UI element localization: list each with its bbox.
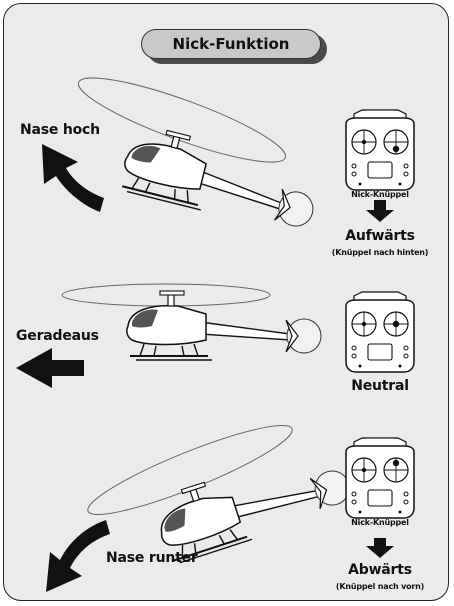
- transmitter-2: [345, 291, 415, 373]
- transmitter-1: [345, 109, 415, 191]
- label-level: Geradeaus: [16, 328, 99, 344]
- label-nose-up: Nase hoch: [20, 122, 100, 138]
- direction-up: Aufwärts: [345, 228, 415, 244]
- helicopter-level: [125, 290, 322, 361]
- stick-caption-3: Nick-Knüppel: [351, 518, 409, 527]
- label-nose-down: Nase runter: [106, 550, 198, 566]
- helicopter-nose-down: [148, 438, 357, 567]
- helicopter-nose-up: [117, 121, 325, 238]
- arrow-up-left: [42, 144, 104, 212]
- stick-caption-1: Nick-Knüppel: [351, 190, 409, 199]
- transmitter-3: [345, 437, 415, 519]
- direction-neutral: Neutral: [351, 378, 409, 394]
- page-title: Nick-Funktion: [172, 35, 290, 53]
- arrow-left: [16, 348, 84, 388]
- direction-note-3: (Knüppel nach vorn): [335, 582, 425, 591]
- direction-down: Abwärts: [348, 562, 412, 578]
- down-arrow-1: [366, 200, 394, 222]
- title-pill: Nick-Funktion: [141, 29, 327, 64]
- arrow-down-left: [46, 520, 110, 592]
- direction-note-1: (Knüppel nach hinten): [331, 248, 429, 257]
- down-arrow-3: [366, 538, 394, 558]
